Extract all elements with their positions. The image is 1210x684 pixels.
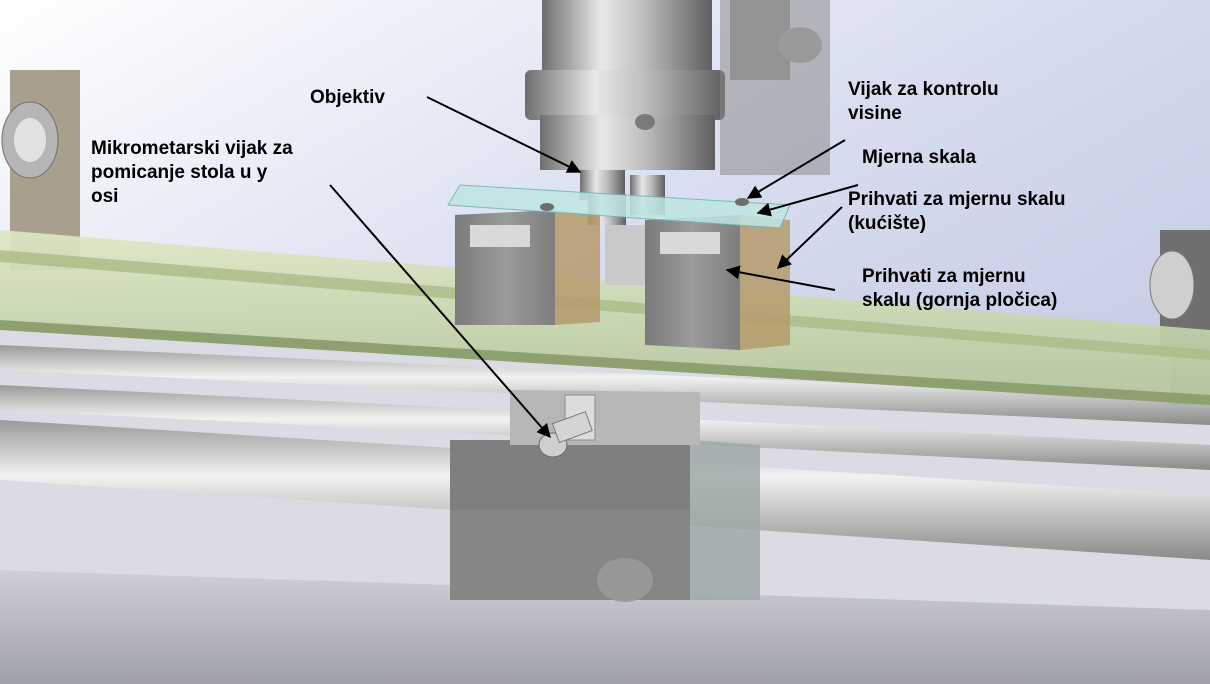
label-mikrometarski-vijak: Mikrometarski vijak za pomicanje stola u…	[91, 138, 293, 207]
holder-block-right-side	[740, 215, 790, 350]
carriage-top	[510, 390, 700, 445]
holder-plate-right	[660, 232, 720, 254]
carriage-block-lower	[450, 510, 690, 600]
leader-mikrometarski	[329, 184, 551, 439]
label-mjerna-skala: Mjerna skala	[862, 147, 977, 168]
rail-edge	[0, 320, 1210, 405]
rail-groove	[0, 250, 1210, 360]
right-dial	[1149, 250, 1195, 320]
microscope-column	[542, 0, 712, 75]
leader-mjerna-skala	[756, 184, 859, 217]
column-screw	[635, 114, 655, 130]
leader-prihvati-plocica	[725, 265, 836, 291]
column-side	[720, 0, 830, 175]
height-screw-right	[735, 198, 749, 206]
label-objektiv: Objektiv	[310, 87, 385, 108]
microscope-ring	[525, 70, 725, 120]
column-knob	[778, 27, 822, 63]
guide-rod-upper	[0, 345, 1210, 425]
left-dial-face	[14, 118, 46, 162]
label-prihvati-kuciste: Prihvati za mjernu skalu (kućište)	[848, 189, 1066, 234]
micrometer-screw-body	[551, 411, 593, 444]
height-screw-left	[540, 203, 554, 211]
label-prihvati-plocica: Prihvati za mjernu skalu (gornja pločica…	[862, 266, 1058, 311]
leader-prihvati-kuciste	[776, 206, 843, 269]
star-knob	[597, 558, 653, 602]
carriage-block-side	[690, 440, 760, 600]
holder-block-left-side	[555, 210, 600, 325]
rail-top	[0, 230, 1210, 395]
leader-vijak-visine	[746, 139, 846, 199]
base-plate	[0, 570, 1210, 684]
leader-objektiv	[426, 96, 582, 173]
measuring-scale	[447, 184, 791, 229]
holder-plate-left	[470, 225, 530, 247]
label-vijak-za-kontrolu-visine: Vijak za kontrolu visine	[848, 79, 999, 124]
microscope-body	[540, 115, 715, 170]
